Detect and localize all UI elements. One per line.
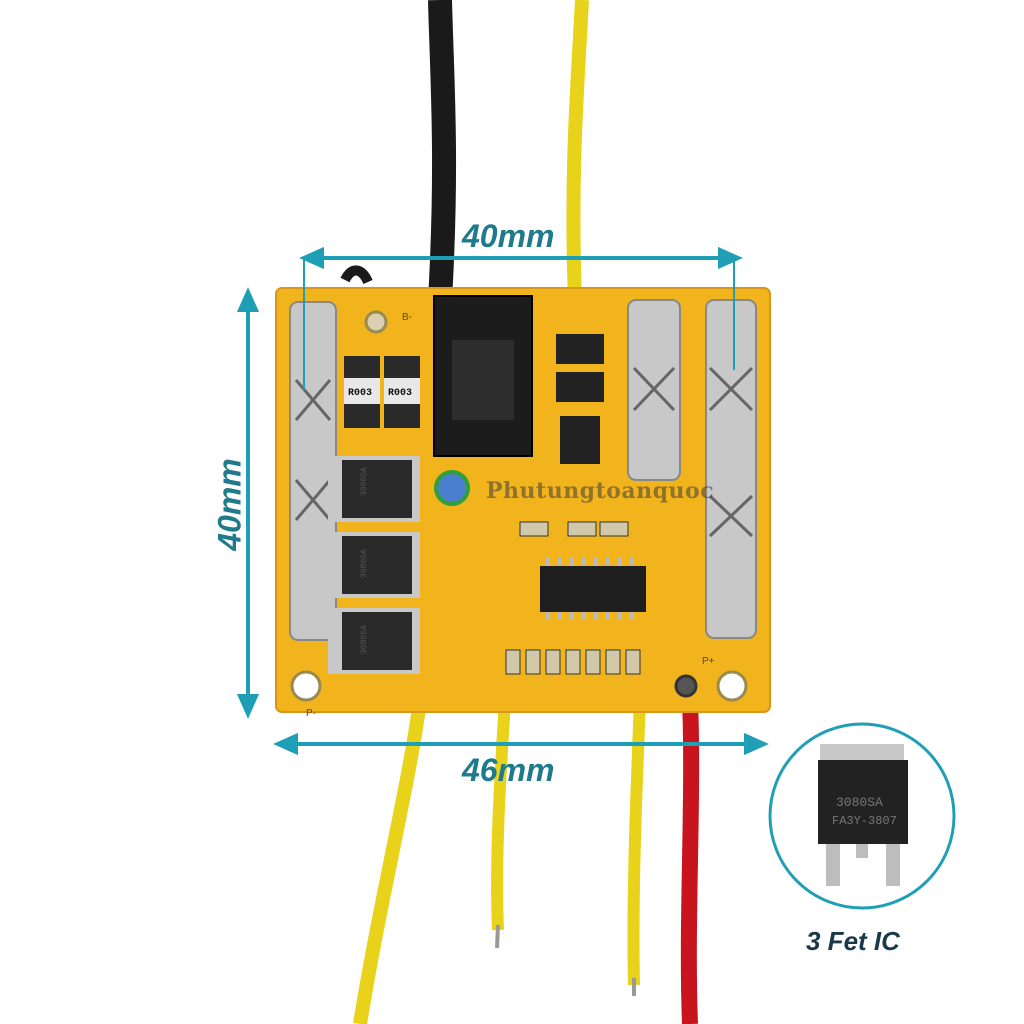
black-wire <box>428 0 457 301</box>
width-top-label: 40mm <box>462 218 555 254</box>
battery-tab-right <box>705 299 757 639</box>
fet2-marking: 3080SA <box>360 549 369 578</box>
mount-hole-4 <box>674 674 698 698</box>
yellow-wire-bottom-1 <box>353 699 427 1024</box>
fet3-marking: 3080SA <box>360 625 369 654</box>
main-ic-pins <box>546 558 634 620</box>
mount-hole-3 <box>716 670 748 702</box>
resistor-marking-2: R003 <box>388 388 412 399</box>
red-wire <box>680 699 700 1024</box>
shunt-resistors: R003 R003 <box>344 356 420 428</box>
mount-hole-2 <box>290 670 322 702</box>
yellow-wire-top <box>566 0 589 301</box>
fet1-marking: 3080SA <box>360 467 369 496</box>
dimension-top <box>299 246 743 390</box>
silk-b-minus: B- <box>402 312 412 323</box>
watermark-logo-icon <box>434 470 470 506</box>
smd-components <box>505 521 641 675</box>
yellow-wire-bottom-2 <box>491 699 511 931</box>
inset-fet-line2: FA3Y-3807 <box>832 814 897 828</box>
silk-p-minus: P- <box>306 708 316 719</box>
mount-hole-1 <box>364 310 388 334</box>
watermark-text: Phutungtoanquoc <box>486 478 715 504</box>
diode-2 <box>556 372 604 402</box>
dimension-left <box>236 287 260 719</box>
ic-caption: 3 Fet IC <box>806 926 900 956</box>
ic-inset: 3080SA FA3Y-3807 <box>768 722 956 910</box>
main-ic <box>540 566 646 612</box>
height-label: 40mm <box>211 458 248 551</box>
inset-fet-line1: 3080SA <box>836 795 883 810</box>
yellow-wire-bottom-3 <box>627 699 646 986</box>
dimension-bottom <box>273 732 769 756</box>
resistor-marking-1: R003 <box>348 388 372 399</box>
mosfet-array: 3080SA 3080SA 3080SA <box>328 456 420 674</box>
wire-tip-1 <box>495 924 500 949</box>
diode-1 <box>556 334 604 364</box>
width-bottom-label: 46mm <box>462 752 555 788</box>
black-wire-tip <box>340 265 373 285</box>
sot-ic <box>560 416 600 464</box>
silk-p-plus: P+ <box>702 656 715 667</box>
